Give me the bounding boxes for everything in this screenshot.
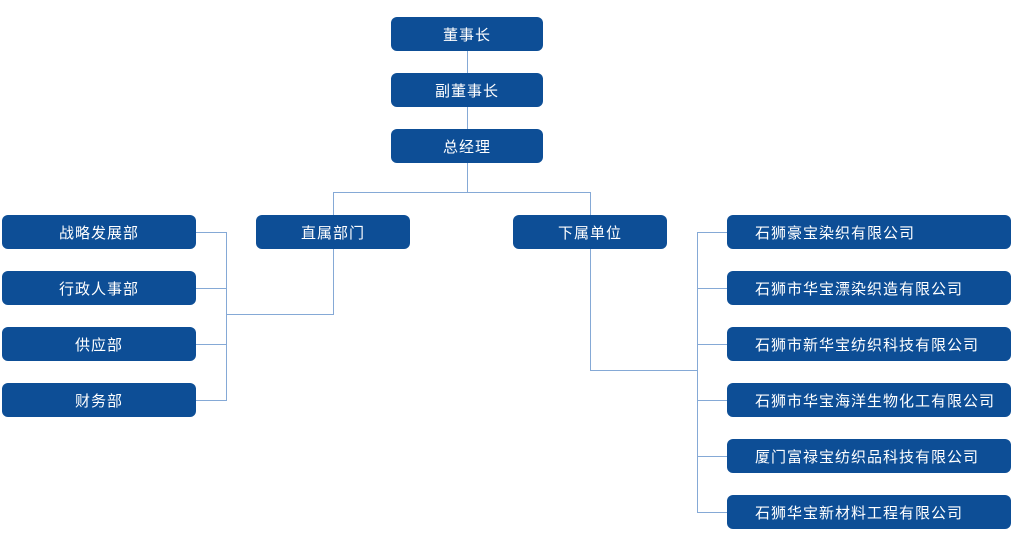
connector-left-spine <box>226 232 227 401</box>
connector-vice-gm <box>467 107 468 129</box>
org-node-department: 财务部 <box>2 383 196 417</box>
connector-left-stub <box>196 288 226 289</box>
org-node-company: 石狮市新华宝纺织科技有限公司 <box>727 327 1011 361</box>
connector-right-stub <box>697 344 727 345</box>
connector-drop-direct <box>333 192 334 215</box>
org-node-direct-departments: 直属部门 <box>256 215 410 249</box>
org-node-vice-chairman: 副董事长 <box>391 73 543 107</box>
connector-drop-subordinate <box>590 192 591 215</box>
connector-right-stub <box>697 232 727 233</box>
connector-right-stub <box>697 456 727 457</box>
connector-split-bar <box>333 192 591 193</box>
org-node-department: 行政人事部 <box>2 271 196 305</box>
connector-right-stub <box>697 400 727 401</box>
connector-left-stub <box>196 344 226 345</box>
connector-right-stub <box>697 512 727 513</box>
org-node-company: 石狮豪宝染织有限公司 <box>727 215 1011 249</box>
org-node-general-manager: 总经理 <box>391 129 543 163</box>
connector-subordinate-horizontal <box>590 370 697 371</box>
connector-subordinate-drop <box>590 249 591 370</box>
connector-right-stub <box>697 288 727 289</box>
org-node-company: 石狮华宝新材料工程有限公司 <box>727 495 1011 529</box>
org-node-subordinate-units: 下属单位 <box>513 215 667 249</box>
connector-gm-drop <box>467 163 468 192</box>
connector-left-stub <box>196 232 226 233</box>
org-node-company: 石狮市华宝海洋生物化工有限公司 <box>727 383 1011 417</box>
connector-left-stub <box>196 400 226 401</box>
org-node-department: 战略发展部 <box>2 215 196 249</box>
connector-direct-drop <box>333 249 334 314</box>
connector-chairman-vice <box>467 51 468 73</box>
org-node-company: 厦门富禄宝纺织品科技有限公司 <box>727 439 1011 473</box>
org-node-chairman: 董事长 <box>391 17 543 51</box>
connector-direct-horizontal <box>226 314 334 315</box>
org-node-company: 石狮市华宝漂染织造有限公司 <box>727 271 1011 305</box>
org-node-department: 供应部 <box>2 327 196 361</box>
connector-right-spine <box>697 232 698 513</box>
